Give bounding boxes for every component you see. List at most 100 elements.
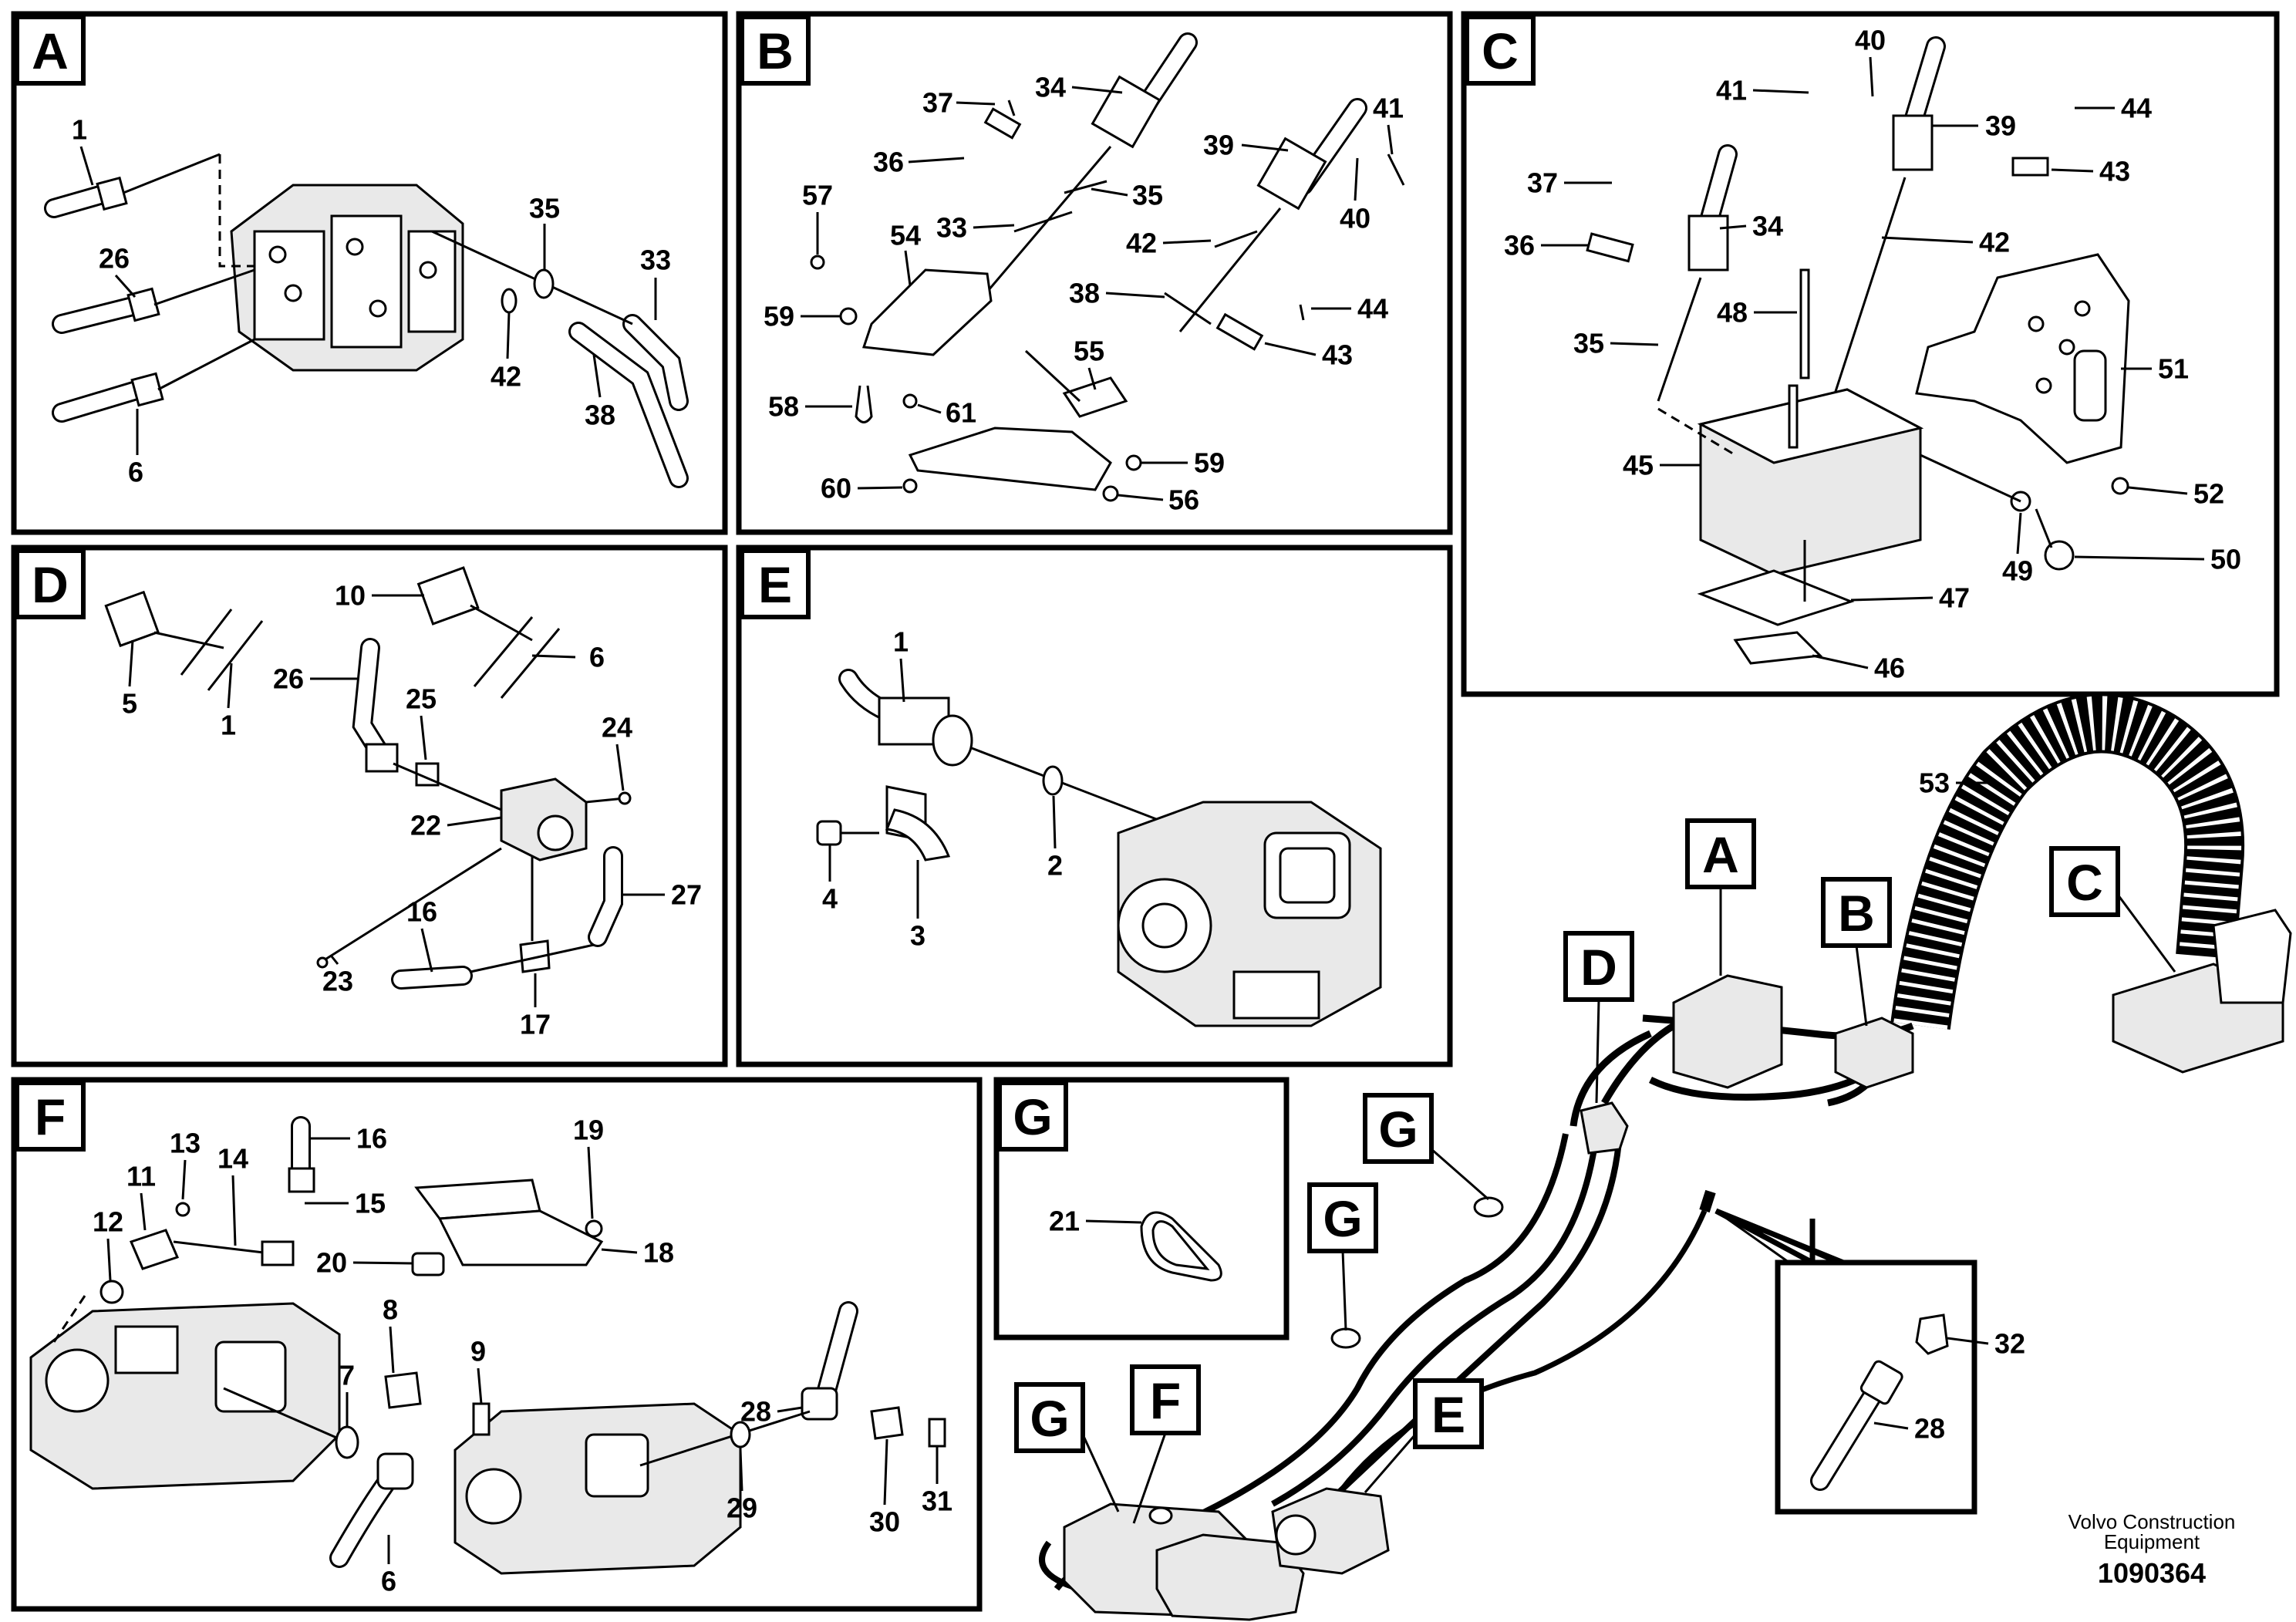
callout-a-26: 26 [99, 243, 130, 275]
callout-f-20: 20 [316, 1247, 347, 1279]
callout-b-58a: 58 [768, 391, 799, 423]
callout-f-19: 19 [573, 1114, 604, 1146]
callout-c-50: 50 [2210, 544, 2241, 575]
callout-a-1: 1 [72, 114, 87, 146]
panel-b-tag[interactable]: B [757, 22, 794, 79]
callout-f-16: 16 [356, 1123, 387, 1155]
overview-tag-g2[interactable]: G [1323, 1190, 1362, 1247]
callout-c-52: 52 [2193, 478, 2224, 510]
callout-c-44: 44 [2121, 93, 2152, 124]
callout-b-39: 39 [1203, 130, 1234, 161]
callout-f-11: 11 [126, 1161, 156, 1192]
overview-tag-g3[interactable]: G [1030, 1390, 1069, 1447]
callout-f-13: 13 [170, 1128, 201, 1159]
callout-c-41: 41 [1716, 75, 1747, 106]
callout-b-60: 60 [821, 473, 851, 504]
callout-b-55: 55 [1074, 336, 1104, 367]
callout-e-3: 3 [910, 920, 925, 952]
callout-b-57: 57 [802, 180, 833, 211]
panel-e-tag[interactable]: E [758, 556, 792, 613]
callout-overview-53: 53 [1919, 767, 1950, 799]
overview-tag-f[interactable]: F [1150, 1372, 1181, 1429]
overview-tag-b[interactable]: B [1838, 885, 1875, 942]
callout-e-1: 1 [893, 626, 909, 658]
callout-a-42: 42 [491, 361, 521, 393]
callout-c-35: 35 [1573, 328, 1604, 359]
panel-b: B 37 34 36 35 33 [736, 11, 1453, 535]
callout-b-59a: 59 [764, 301, 794, 332]
overview-tag-d[interactable]: D [1580, 939, 1617, 996]
callout-c-39: 39 [1985, 110, 2016, 142]
callout-c-36: 36 [1504, 230, 1535, 261]
callout-c-46: 46 [1874, 653, 1905, 684]
callout-f-9: 9 [470, 1336, 486, 1367]
brand-line-2: Equipment [2104, 1530, 2200, 1553]
callout-b-36: 36 [873, 147, 904, 178]
overview-tag-a[interactable]: A [1702, 826, 1739, 883]
callout-overview-28: 28 [1914, 1413, 1945, 1445]
overview-tag-c[interactable]: C [2066, 854, 2103, 911]
callout-b-38: 38 [1069, 278, 1100, 309]
callout-c-34: 34 [1752, 211, 1783, 242]
callout-f-7: 7 [339, 1360, 355, 1391]
callout-c-49: 49 [2002, 555, 2033, 587]
callout-f-8: 8 [383, 1294, 398, 1326]
callout-d-27: 27 [671, 879, 702, 911]
panel-d: D 10 5 1 6 26 25 24 [11, 545, 728, 1067]
callout-b-44: 44 [1357, 293, 1388, 325]
panel-a-tag[interactable]: A [32, 22, 69, 79]
panel-c: C 40 41 39 44 [1461, 11, 2280, 697]
callout-f-28: 28 [740, 1396, 771, 1428]
footer-block: Volvo Construction Equipment 1090364 [2068, 1510, 2236, 1589]
callout-overview-32: 32 [1994, 1328, 2025, 1360]
callout-e-2: 2 [1047, 850, 1063, 882]
panel-f-tag[interactable]: F [35, 1088, 66, 1145]
document-number: 1090364 [2098, 1557, 2206, 1589]
callout-d-10: 10 [335, 580, 366, 612]
callout-b-54: 54 [890, 220, 921, 251]
callout-b-35: 35 [1132, 180, 1163, 211]
brand-line-1: Volvo Construction [2068, 1510, 2236, 1533]
callout-c-42: 42 [1979, 227, 2010, 258]
callout-c-40: 40 [1855, 25, 1886, 56]
panel-g-tag[interactable]: G [1013, 1088, 1052, 1145]
callout-e-4: 4 [822, 883, 838, 915]
callout-d-22: 22 [410, 810, 441, 841]
panel-f: F 13 14 [11, 1077, 983, 1612]
callout-a-33: 33 [640, 244, 671, 276]
callout-f-31: 31 [922, 1485, 952, 1517]
callout-d-1: 1 [221, 710, 236, 741]
overview-tag-e[interactable]: E [1431, 1386, 1465, 1443]
callout-f-6: 6 [381, 1566, 396, 1597]
panel-c-tag[interactable]: C [1482, 22, 1519, 79]
callout-b-61: 61 [946, 397, 976, 429]
callout-c-51: 51 [2158, 353, 2189, 385]
callout-c-43: 43 [2099, 156, 2130, 187]
panel-e: E 1 4 3 2 [736, 545, 1453, 1067]
callout-c-48: 48 [1717, 297, 1748, 329]
callout-d-6: 6 [589, 642, 605, 673]
callout-d-25: 25 [406, 683, 437, 715]
panel-a: A 1 26 6 35 [11, 11, 728, 535]
callout-b-40: 40 [1340, 203, 1371, 234]
callout-b-37: 37 [922, 87, 953, 119]
callout-d-23: 23 [322, 966, 353, 997]
callout-f-12: 12 [93, 1206, 123, 1238]
callout-f-18: 18 [643, 1237, 674, 1269]
callout-a-6: 6 [128, 457, 143, 488]
callout-f-30: 30 [869, 1506, 900, 1538]
callout-c-37: 37 [1527, 167, 1558, 199]
callout-f-15: 15 [355, 1188, 386, 1219]
panel-d-tag[interactable]: D [32, 556, 69, 613]
callout-d-5: 5 [122, 688, 137, 720]
overview-tag-g1[interactable]: G [1378, 1101, 1418, 1158]
machine-overview: A B C D G F G G E 53 32 [1014, 693, 2292, 1621]
panel-g: G 21 [993, 1077, 1290, 1340]
callout-f-29: 29 [727, 1492, 757, 1524]
callout-b-59b: 59 [1194, 447, 1225, 479]
callout-a-38: 38 [585, 400, 615, 431]
callout-b-43: 43 [1322, 339, 1353, 371]
callout-b-42: 42 [1126, 228, 1157, 259]
callout-b-41: 41 [1373, 93, 1404, 124]
callout-b-56: 56 [1168, 484, 1199, 516]
